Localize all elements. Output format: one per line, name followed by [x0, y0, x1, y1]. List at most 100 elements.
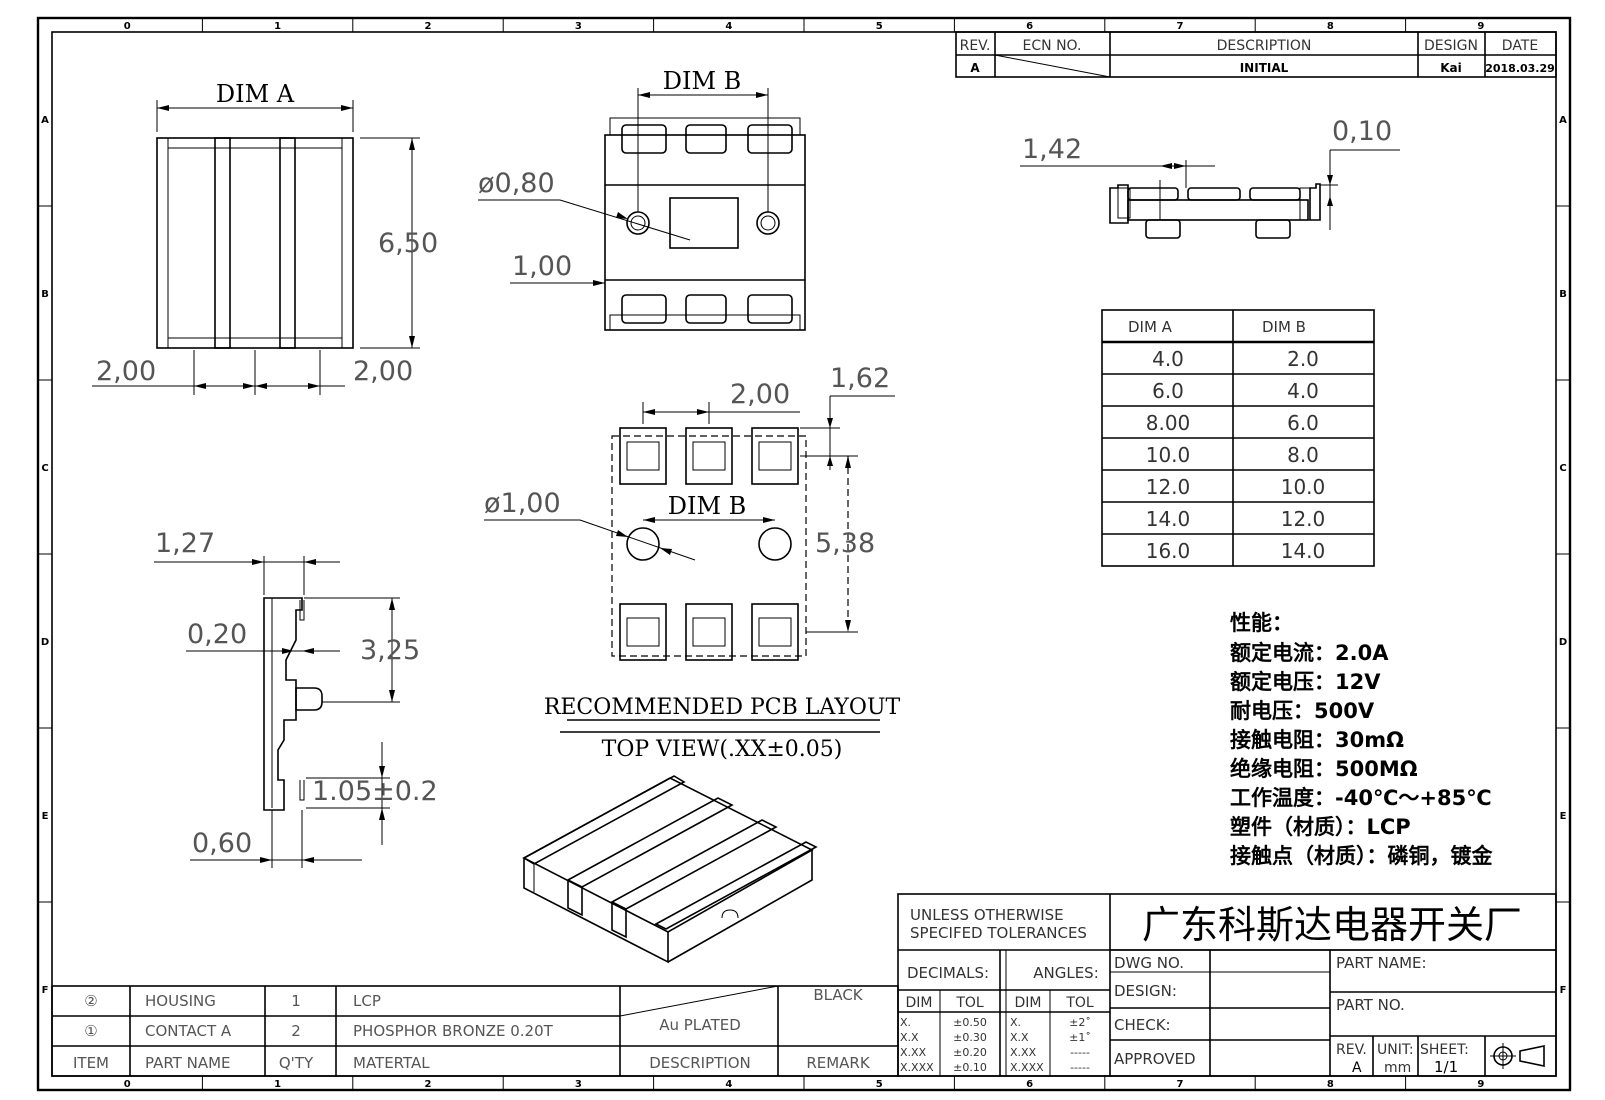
- rev-value: A: [970, 61, 980, 75]
- zone-column-bottom-5: 5: [876, 1079, 883, 1090]
- ang-tol-value: -----: [1070, 1061, 1090, 1074]
- rev-value: A: [1352, 1060, 1362, 1076]
- bom-header-desc: DESCRIPTION: [649, 1054, 751, 1072]
- dim-010-label: 0,10: [1332, 116, 1392, 147]
- dec-tol-dim: X.XX: [900, 1046, 927, 1059]
- dim-table-cell-a: 12.0: [1146, 475, 1191, 499]
- bom-header-item: ITEM: [73, 1054, 109, 1072]
- bom-header-qty: Q'TY: [279, 1054, 314, 1072]
- spec-line: 接触电阻：30mΩ: [1230, 728, 1404, 752]
- decimals-label: DECIMALS:: [907, 964, 989, 982]
- part-name-label: PART NAME:: [1336, 954, 1427, 972]
- zone-row-right-D: D: [1559, 637, 1567, 648]
- part-no-label: PART NO.: [1336, 996, 1405, 1014]
- zone-column-bottom-0: 0: [124, 1079, 131, 1090]
- dim-060-label: 0,60: [192, 828, 252, 859]
- zone-row-left-A: A: [41, 115, 49, 126]
- zone-column-top-4: 4: [725, 21, 732, 32]
- bom-cell-item: ①: [84, 1022, 97, 1040]
- dim-table-row: 4.0 2.0: [1152, 347, 1319, 371]
- dim-table-cell-a: 4.0: [1152, 347, 1184, 371]
- pcb-pad-row-top: [619, 427, 799, 485]
- isometric-view: [522, 775, 818, 964]
- zone-row-left-E: E: [42, 811, 49, 822]
- dim-table-header-0: DIM A: [1128, 318, 1173, 336]
- zone-column-bottom-1: 1: [274, 1079, 281, 1090]
- dim-142-label: 1,42: [1022, 134, 1082, 165]
- pcb-caption-title: RECOMMENDED PCB LAYOUT: [544, 695, 901, 720]
- dim-table-cell-a: 16.0: [1146, 539, 1191, 563]
- bom-cell-qty: 2: [291, 1022, 301, 1040]
- front-view: DIM A 6,50 2,00 2,00: [92, 80, 438, 395]
- dec-tol-value: ±0.30: [953, 1031, 987, 1044]
- design-header: DESIGN: [1424, 38, 1478, 54]
- specs-block: 性能： 额定电流：2.0A额定电压：12V耐电压：500V接触电阻：30mΩ绝缘…: [1230, 611, 1493, 868]
- zone-column-top-5: 5: [876, 21, 883, 32]
- description-value: INITIAL: [1240, 61, 1289, 75]
- zone-column-bottom-8: 8: [1327, 1079, 1334, 1090]
- company-name: 广东科斯达电器开关厂: [1142, 903, 1522, 947]
- dec-tol-dim: X.X: [900, 1031, 919, 1044]
- dec-tol-dim: X.: [900, 1016, 911, 1029]
- dec-tol-value: ±0.50: [953, 1016, 987, 1029]
- zone-column-bottom-7: 7: [1177, 1079, 1184, 1090]
- dim-table-cell-b: 2.0: [1287, 347, 1319, 371]
- zone-column-bottom-6: 6: [1026, 1079, 1033, 1090]
- pcb-hole-100-label: ø1,00: [484, 488, 561, 519]
- zone-row-right-E: E: [1560, 811, 1567, 822]
- bom-cell-material: PHOSPHOR BRONZE 0.20T: [353, 1022, 554, 1040]
- zone-column-bottom-9: 9: [1477, 1079, 1484, 1090]
- pcb-pad-162-label: 1,62: [830, 363, 890, 394]
- hole-080-label: ø0,80: [478, 168, 555, 199]
- height-650-label: 6,50: [378, 228, 438, 259]
- contact-side-view: 1,27 0,20 3,25 1.05±0.2 0,60: [154, 528, 438, 868]
- dim-a-label: DIM A: [216, 80, 295, 108]
- date-header: DATE: [1502, 38, 1538, 54]
- bom-header-material: MATERTAL: [353, 1054, 430, 1072]
- design-label: DESIGN:: [1114, 982, 1177, 1000]
- dim-b-label: DIM B: [663, 67, 742, 95]
- ang-tol-header: TOL: [1065, 995, 1094, 1011]
- spec-line: 塑件（材质）：LCP: [1230, 815, 1411, 839]
- dim-020-label: 0,20: [187, 619, 247, 650]
- dim-table-cell-b: 8.0: [1287, 443, 1319, 467]
- description-header: DESCRIPTION: [1217, 38, 1312, 54]
- bom-header-remark: REMARK: [806, 1054, 871, 1072]
- zone-row-right-C: C: [1559, 463, 1566, 474]
- dim-table-cell-a: 6.0: [1152, 379, 1184, 403]
- dwg-no-label: DWG NO.: [1114, 954, 1184, 972]
- zone-row-left-C: C: [41, 463, 48, 474]
- unit-value: mm: [1384, 1060, 1411, 1076]
- zone-column-bottom-3: 3: [575, 1079, 582, 1090]
- bom-cell-name: HOUSING: [145, 992, 216, 1010]
- width-200-left-label: 2,00: [96, 356, 156, 387]
- angles-label: ANGLES:: [1033, 964, 1099, 982]
- zone-column-top-8: 8: [1327, 21, 1334, 32]
- dim-127-label: 1,27: [155, 528, 215, 559]
- unit-label: UNIT:: [1377, 1042, 1414, 1058]
- specs-title: 性能：: [1230, 611, 1293, 635]
- zone-row-left-F: F: [42, 985, 49, 996]
- zone-row-left-D: D: [41, 637, 49, 648]
- check-label: CHECK:: [1114, 1016, 1171, 1034]
- dim-325-label: 3,25: [360, 635, 420, 666]
- pcb-pitch-200-label: 2,00: [730, 379, 790, 410]
- ang-tol-dim: X.: [1010, 1016, 1021, 1029]
- spec-line: 耐电压：500V: [1230, 699, 1375, 723]
- zone-row-right-F: F: [1560, 985, 1567, 996]
- pcb-caption-subtitle: TOP VIEW(.XX±0.05): [602, 737, 843, 762]
- ang-dim-header: DIM: [1015, 995, 1042, 1011]
- bom-cell-remark: BLACK: [813, 986, 863, 1004]
- bottom-view: DIM B ø0,80 1,00: [478, 67, 806, 331]
- side-view: 1,42 0,10: [1020, 116, 1400, 239]
- approved-label: APPROVED: [1114, 1050, 1196, 1068]
- rev-header: REV.: [960, 38, 991, 54]
- sheet-label: SHEET:: [1420, 1042, 1469, 1058]
